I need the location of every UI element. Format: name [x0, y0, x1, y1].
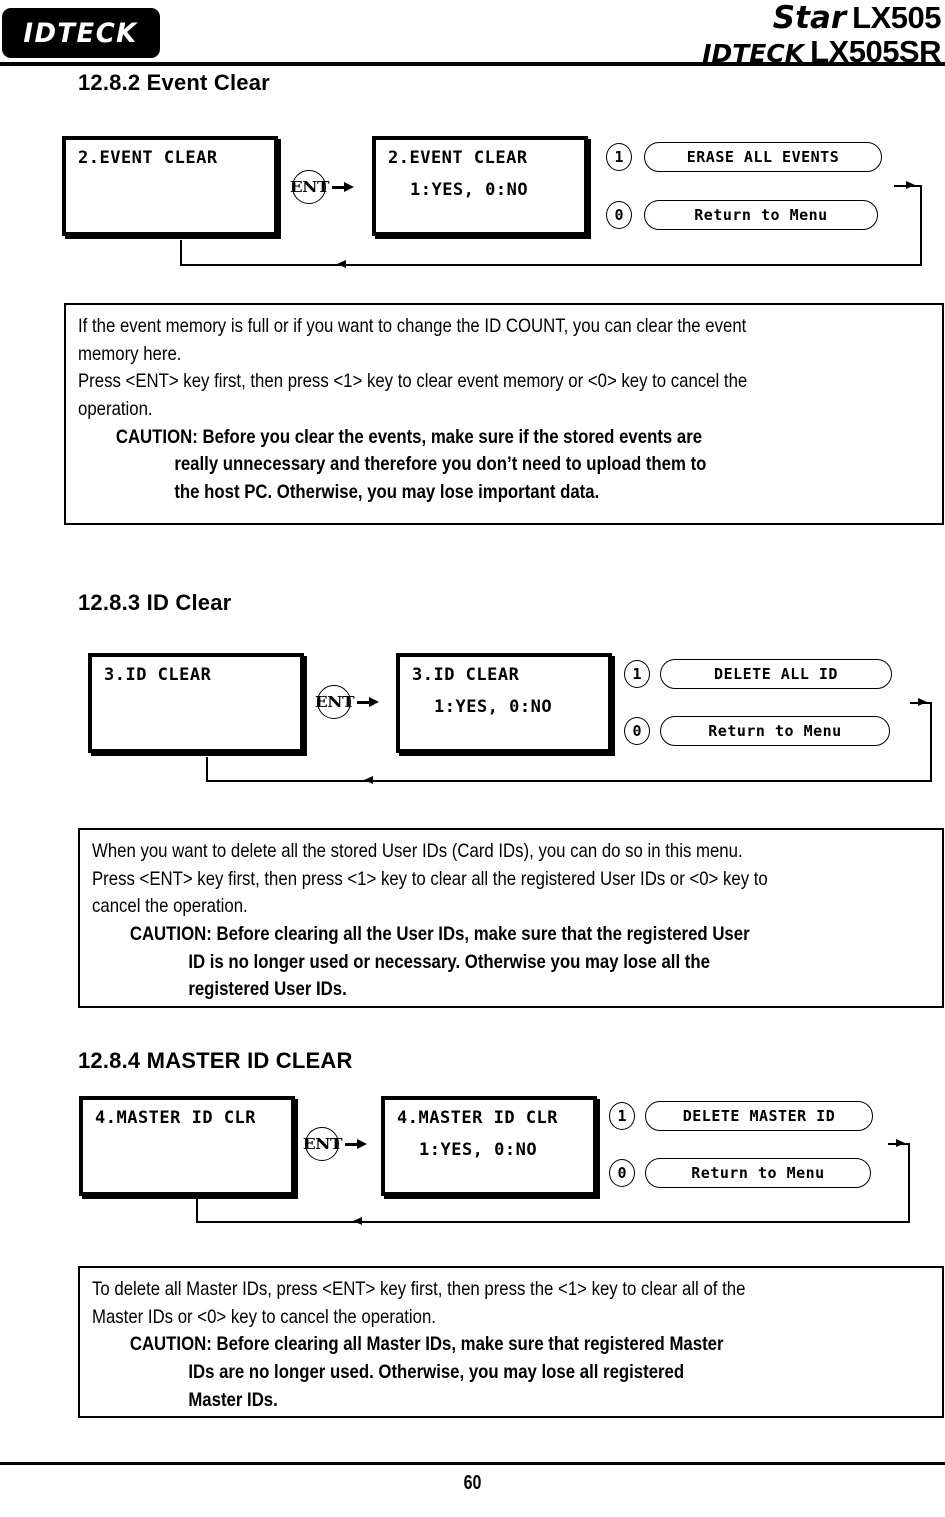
caution-text: Before clearing all Master IDs, make sur… [216, 1333, 724, 1356]
lcd-line1: 2.EVENT CLEAR [78, 148, 218, 168]
caution-box-1: If the event memory is full or if you wa… [64, 303, 944, 525]
ent-key-label: ENT [302, 1135, 343, 1153]
arrow-right-icon-2 [357, 697, 379, 707]
section-heading-3: 12.8.4 MASTER ID CLEAR [78, 1048, 353, 1073]
caution-box-2: When you want to delete all the stored U… [78, 828, 944, 1008]
lcd-line1: 3.ID CLEAR [412, 665, 520, 685]
loop-seg-bottom-2 [206, 780, 932, 782]
caution-text-line: really unnecessary and therefore you don… [174, 453, 707, 476]
loop-seg-right-1 [920, 185, 922, 265]
caution-text-line: the host PC. Otherwise, you may lose imp… [174, 481, 600, 504]
caution-label: CAUTION: [115, 425, 198, 448]
lcd-line1: 2.EVENT CLEAR [388, 148, 528, 168]
caution-text: Before you clear the events, make sure i… [202, 425, 703, 448]
loop-arrow-in-1 [906, 181, 915, 189]
lcd-line2: 1:YES, 0:NO [419, 1140, 538, 1160]
lcd-line1: 3.ID CLEAR [104, 665, 212, 685]
lcd-line2: 1:YES, 0:NO [434, 697, 553, 717]
idteck-logo: IDTECK [2, 8, 160, 58]
option-delete-master-id[interactable]: DELETE MASTER ID [645, 1101, 873, 1131]
model-lx505: LX505 [852, 0, 941, 35]
caution-body-line: If the event memory is full or if you wa… [78, 315, 747, 337]
option-return-to-menu-3[interactable]: Return to Menu [645, 1158, 871, 1188]
caution-body-line: Press <ENT> key first, then press <1> ke… [92, 867, 768, 890]
section-heading-2: 12.8.3 ID Clear [78, 590, 232, 615]
loop-arrow-left-3 [353, 1217, 362, 1225]
caution-label: CAUTION: [129, 923, 212, 946]
loop-arrow-in-3 [896, 1139, 905, 1147]
loop-arrow-in-2 [918, 698, 927, 706]
lcd-screen-confirm-1: 2.EVENT CLEAR 1:YES, 0:NO [372, 136, 588, 236]
brand-idteck: IDTECK [702, 39, 805, 68]
loop-seg-left-1 [180, 240, 182, 265]
loop-arrow-left-2 [364, 776, 373, 784]
lcd-screen-confirm-3: 4.MASTER ID CLR 1:YES, 0:NO [381, 1096, 597, 1196]
brand-star: Star [772, 0, 847, 36]
loop-seg-bottom-3 [196, 1221, 910, 1223]
ent-key-label: ENT [289, 178, 330, 196]
key-1-icon-3[interactable]: 1 [609, 1102, 635, 1130]
caution-box-3: To delete all Master IDs, press <ENT> ke… [78, 1266, 944, 1418]
key-0-icon-1[interactable]: 0 [606, 201, 632, 229]
loop-seg-left-3 [196, 1199, 198, 1222]
caution-label: CAUTION: [129, 1333, 212, 1356]
caution-body-line: Master IDs or <0> key to cancel the oper… [92, 1305, 436, 1328]
ent-key-icon-2[interactable]: ENT [314, 685, 355, 719]
caution-body-line: When you want to delete all the stored U… [92, 840, 743, 862]
loop-seg-right-2 [930, 702, 932, 781]
footer-divider [0, 1462, 945, 1465]
lcd-screen-confirm-2: 3.ID CLEAR 1:YES, 0:NO [396, 653, 612, 753]
ent-key-icon-3[interactable]: ENT [302, 1127, 343, 1161]
option-delete-all-id[interactable]: DELETE ALL ID [660, 659, 892, 689]
caution-text-line: IDs are no longer used. Otherwise, you m… [188, 1361, 685, 1384]
loop-seg-right-3 [908, 1143, 910, 1222]
caution-label-line-3: CAUTION: Before clearing all Master IDs,… [92, 1331, 928, 1359]
lcd-line1: 4.MASTER ID CLR [397, 1108, 559, 1128]
key-1-icon-2[interactable]: 1 [624, 660, 650, 688]
caution-text: Before clearing all the User IDs, make s… [216, 923, 750, 946]
logo-text: IDTECK [23, 17, 139, 49]
caution-body-line: memory here. [78, 342, 182, 365]
lcd-line1: 4.MASTER ID CLR [95, 1108, 257, 1128]
lcd-screen-initial-3: 4.MASTER ID CLR [79, 1096, 295, 1196]
option-erase-all-events[interactable]: ERASE ALL EVENTS [644, 142, 882, 172]
header-divider [0, 62, 945, 66]
arrow-right-icon-3 [345, 1139, 367, 1149]
caution-label-line-2: CAUTION: Before clearing all the User ID… [92, 921, 928, 949]
caution-text-line: Master IDs. [188, 1388, 278, 1411]
caution-body-line: Press <ENT> key first, then press <1> ke… [78, 370, 748, 393]
lcd-line2: 1:YES, 0:NO [410, 180, 529, 200]
ent-key-icon-1[interactable]: ENT [289, 170, 330, 204]
option-return-to-menu-2[interactable]: Return to Menu [660, 716, 890, 746]
loop-seg-bottom-1 [180, 264, 922, 266]
key-1-icon-1[interactable]: 1 [606, 143, 632, 171]
lcd-screen-initial-1: 2.EVENT CLEAR [62, 136, 278, 236]
loop-arrow-left-1 [337, 260, 346, 268]
arrow-right-icon-1 [332, 182, 354, 192]
key-0-icon-2[interactable]: 0 [624, 717, 650, 745]
caution-body-line: To delete all Master IDs, press <ENT> ke… [92, 1278, 746, 1300]
option-return-to-menu-1[interactable]: Return to Menu [644, 200, 878, 230]
page-number: 60 [463, 1472, 482, 1494]
caution-text-line: ID is no longer used or necessary. Other… [188, 950, 710, 973]
section-heading-1: 12.8.2 Event Clear [78, 70, 270, 95]
ent-key-label: ENT [314, 693, 355, 711]
caution-label-line-1: CAUTION: Before you clear the events, ma… [78, 424, 928, 452]
model-lx505sr: LX505SR [810, 34, 941, 69]
lcd-screen-initial-2: 3.ID CLEAR [88, 653, 304, 753]
loop-seg-left-2 [206, 757, 208, 781]
caution-body-line: operation. [78, 398, 153, 421]
caution-body-line: cancel the operation. [92, 895, 248, 918]
caution-text-line: registered User IDs. [188, 978, 347, 1001]
key-0-icon-3[interactable]: 0 [609, 1159, 635, 1187]
